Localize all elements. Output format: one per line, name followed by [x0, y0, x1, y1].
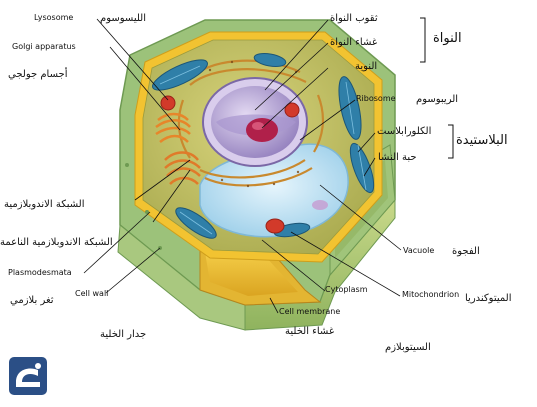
- label-nuclear-envelope-ar: غشاء النواة: [330, 37, 378, 48]
- label-cytoplasm-en: Cytoplasm: [325, 285, 368, 294]
- label-mitochondrion-ar: الميتوكندريا: [465, 293, 512, 304]
- label-rough-er-ar: الشبكة الاندوبلازمية الناعمة: [0, 237, 113, 248]
- nucleolus-shape: [246, 118, 278, 142]
- lysosome-shape: [160, 95, 176, 111]
- label-vacuole-ar: الفجوة: [452, 246, 480, 257]
- label-starch-ar: حبة النشا: [378, 152, 417, 163]
- label-plasmodesmata-en: Plasmodesmata: [8, 268, 72, 277]
- label-nucleus-pore-ar: النوية: [355, 61, 378, 72]
- label-cell-membrane-en: Cell membrane: [279, 307, 341, 316]
- label-chloroplast-ar: الكلورابلاست: [377, 126, 432, 137]
- label-ribosome-en: Ribosome: [356, 94, 396, 103]
- label-cell-wall-ar: جدار الخلية: [100, 329, 147, 340]
- label-ribosome-ar: الريبوسوم: [416, 94, 459, 105]
- label-cytoplasm-ar: السيتوبلازم: [385, 342, 431, 353]
- logo-icon: [9, 357, 47, 395]
- golgi-stack: [155, 112, 191, 144]
- label-nucleolus-ar: ثقوب النواة: [330, 13, 378, 24]
- label-lysosome-ar: الليسوسوم: [100, 13, 146, 24]
- label-nucleus-group-ar: النواة: [433, 31, 462, 46]
- label-golgi-ar: أجسام جولجي: [8, 69, 68, 80]
- label-cell-membrane-ar: غشاء الخلية: [285, 326, 335, 337]
- plastid-bracket: [448, 124, 454, 159]
- leader-lines: [83, 18, 402, 314]
- site-logo[interactable]: [8, 356, 48, 396]
- label-plastid-group-ar: البلاستيدة: [456, 133, 508, 148]
- label-smooth-er-ar: الشبكة الاندوبلازمية: [4, 199, 85, 210]
- label-mitochondrion-en: Mitochondrion: [402, 290, 460, 299]
- label-golgi-en: Golgi apparatus: [12, 42, 76, 51]
- cell-wall-bottom-face: [244, 198, 396, 331]
- mitochondrion-shape: [265, 218, 285, 234]
- label-lysosome-en: Lysosome: [34, 13, 74, 22]
- label-vacuole-en: Vacuole: [403, 246, 435, 255]
- label-cell-wall-en: Cell wall: [75, 289, 109, 298]
- label-plasmodesmata-ar: ثغر بلازمي: [10, 295, 54, 306]
- nucleus-bracket: [420, 17, 426, 63]
